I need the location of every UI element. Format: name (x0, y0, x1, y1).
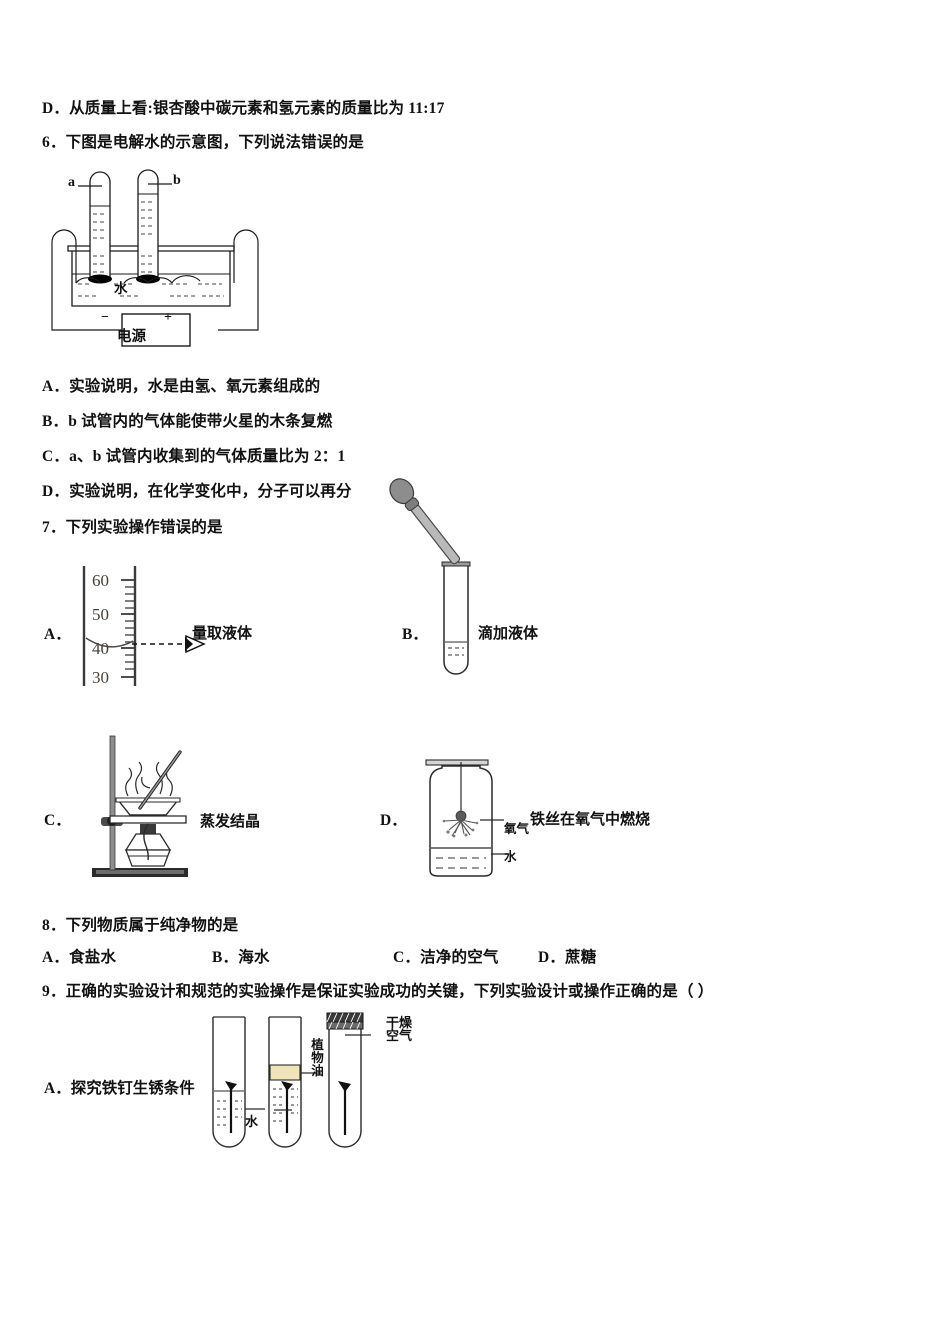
water-leader-line-right (272, 1108, 294, 1112)
q7-figure-iron-wire-in-oxygen (408, 742, 538, 887)
q6-option-a: A．实验说明，水是由氢、氧元素组成的 (42, 378, 321, 395)
water-label: 水 (114, 281, 128, 296)
q6-option-b: B．b 试管内的气体能使带火星的木条复燃 (42, 413, 333, 430)
tick-40: 40 (92, 639, 109, 658)
q7-option-b-caption: 滴加液体 (478, 626, 539, 642)
dry-air-label: 干燥空气 (386, 1015, 413, 1044)
q8-option-c: C．洁净的空气 (393, 949, 499, 966)
q8-option-a: A．食盐水 (42, 949, 117, 966)
eye-icon (185, 634, 206, 654)
q7-figure-dropper-test-tube (389, 478, 528, 676)
q7-option-c-caption: 蒸发结晶 (200, 814, 261, 830)
tick-50: 50 (92, 605, 109, 624)
q7-option-a-caption: 量取液体 (192, 626, 253, 642)
water-label-bottle: 水 (504, 850, 517, 864)
q8-stem: 8．下列物质属于纯净物的是 (42, 917, 239, 934)
tick-60: 60 (92, 571, 109, 590)
tube-a-label: a (68, 175, 75, 190)
q6-option-d: D．实验说明，在化学变化中，分子可以再分 (42, 483, 352, 500)
q7-stem: 7．下列实验操作错误的是 (42, 519, 223, 536)
q6-figure (50, 164, 280, 359)
q9-stem: 9．正确的实验设计和规范的实验操作是保证实验成功的关键，下列实验设计或操作正确的… (42, 983, 714, 1000)
q7-figure-graduated-cylinder: 60 50 40 30 (80, 562, 210, 690)
q7-figure-evaporating-dish (78, 728, 208, 880)
negative-terminal-label: − (101, 310, 109, 325)
oxygen-label: 氧气 (504, 822, 530, 836)
q5-option-d: D．从质量上看:银杏酸中碳元素和氢元素的质量比为 11:17 (42, 100, 445, 117)
q6-option-c: C．a、b 试管内收集到的气体质量比为 2：1 (42, 448, 346, 465)
vegetable-oil-label: 植物油 (311, 1038, 324, 1078)
tube-a-leader-line (78, 184, 104, 188)
tube-b-label: b (173, 173, 181, 188)
q9-option-a-label: A．探究铁钉生锈条件 (44, 1080, 195, 1097)
q8-option-d: D．蔗糖 (538, 949, 597, 966)
power-source-label: 电源 (117, 329, 146, 345)
q9-figure-three-test-tubes (205, 1012, 445, 1155)
tick-30: 30 (92, 668, 109, 687)
q6-stem: 6．下图是电解水的示意图，下列说法错误的是 (42, 134, 364, 151)
q7-option-d-label: D． (380, 812, 407, 829)
q7-option-d-caption: 铁丝在氧气中燃烧 (530, 812, 651, 828)
q8-option-b: B．海水 (212, 949, 270, 966)
q7-option-a-label: A． (44, 626, 71, 643)
q7-option-c-label: C． (44, 812, 71, 829)
water-label-tube: 水 (245, 1114, 259, 1129)
tube-b-leader-line (148, 182, 174, 186)
q7-option-b-label: B． (402, 626, 428, 643)
positive-terminal-label: + (164, 310, 172, 325)
